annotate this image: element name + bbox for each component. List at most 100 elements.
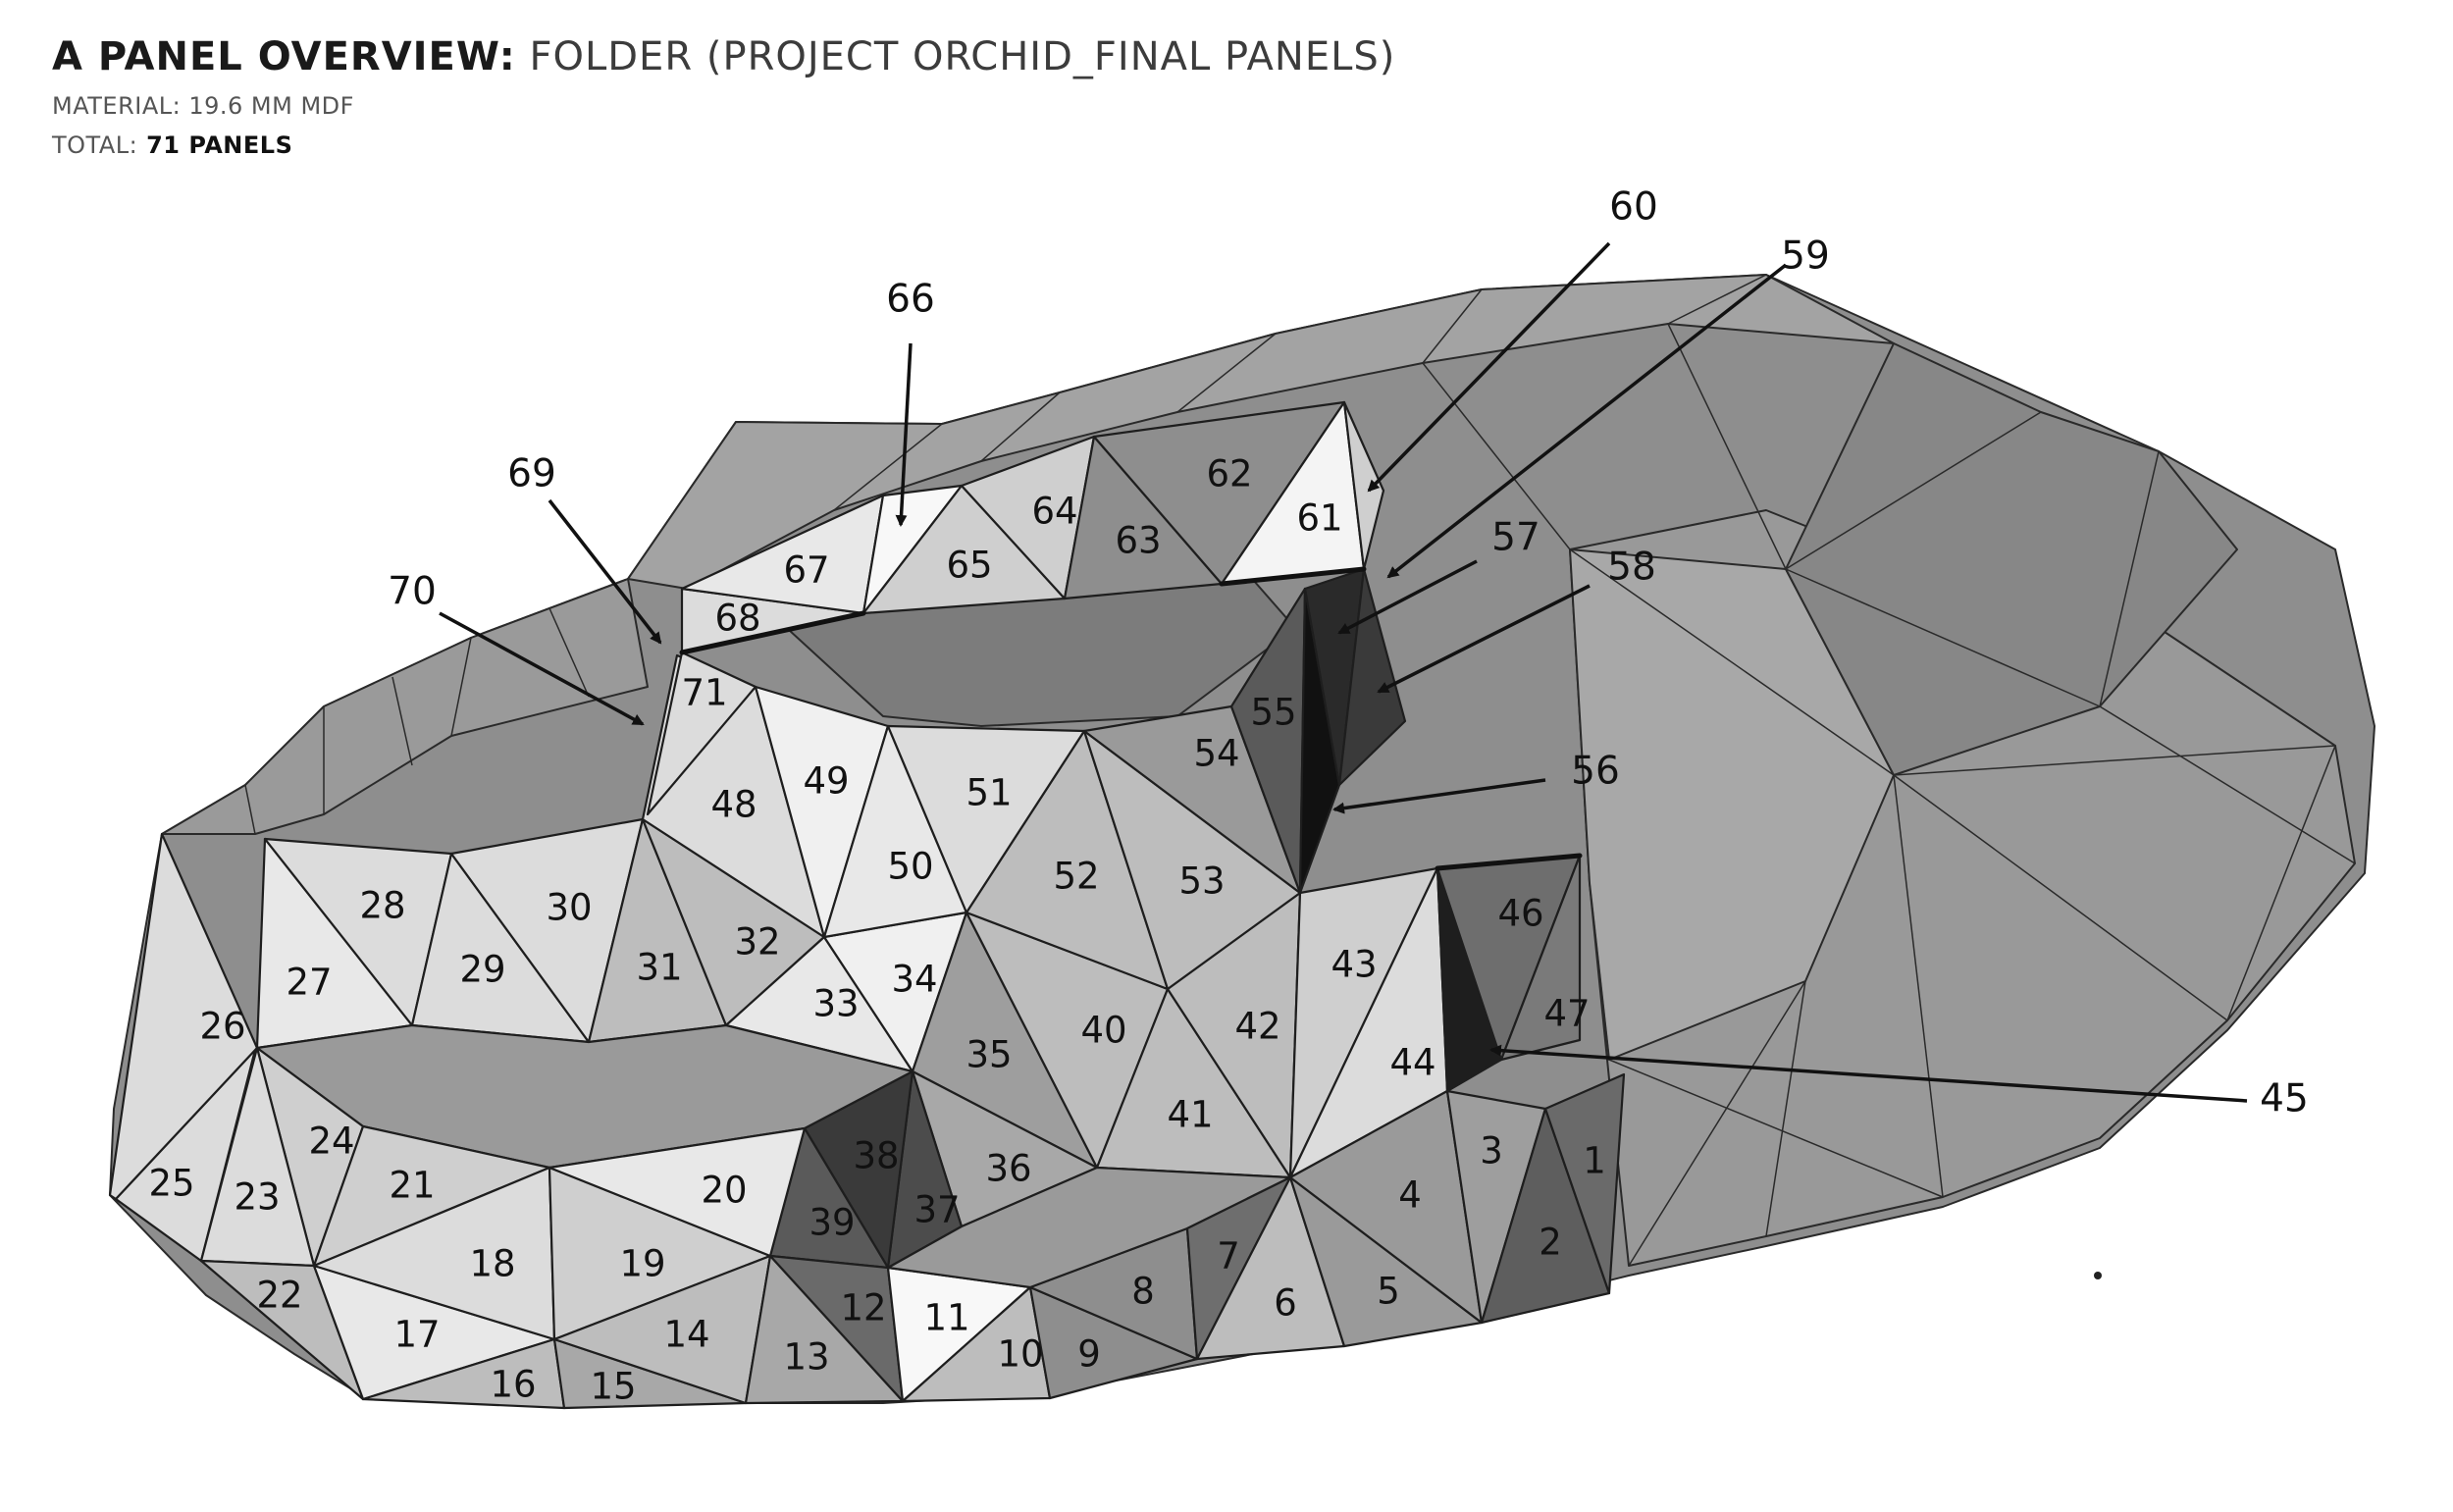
panel-label-61: 61 — [1296, 497, 1342, 540]
panel-label-30: 30 — [546, 887, 592, 929]
panel-label-55: 55 — [1250, 692, 1296, 734]
panel-label-12: 12 — [840, 1287, 886, 1330]
panel-label-37: 37 — [913, 1189, 960, 1231]
panel-26 — [108, 832, 259, 1201]
panel-label-25: 25 — [148, 1163, 194, 1205]
panel-label-10: 10 — [997, 1333, 1043, 1376]
panel-label-4: 4 — [1398, 1174, 1422, 1217]
panel-label-20: 20 — [701, 1170, 747, 1212]
panel-51 — [886, 724, 1086, 914]
panel-58 — [1337, 567, 1407, 787]
leader-59 — [1386, 263, 1788, 579]
panel-label-22: 22 — [256, 1275, 302, 1317]
panel-label-6: 6 — [1274, 1282, 1297, 1325]
material-value: 19.6 MM MDF — [181, 92, 354, 120]
panel-label-33: 33 — [812, 983, 859, 1025]
panel-label-71: 71 — [681, 672, 727, 714]
panel-label-24: 24 — [308, 1121, 354, 1163]
panel-label-18: 18 — [469, 1243, 515, 1285]
leader-56 — [1332, 778, 1546, 814]
callout-60: 60 — [1609, 185, 1658, 230]
panel-label-29: 29 — [459, 949, 505, 991]
callout-66: 66 — [886, 278, 935, 322]
panel-label-48: 48 — [710, 784, 757, 826]
callout-69: 69 — [507, 452, 556, 496]
panel-label-53: 53 — [1178, 860, 1225, 903]
panel-label-63: 63 — [1115, 520, 1161, 562]
panel-20 — [548, 1126, 807, 1258]
panel-label-42: 42 — [1234, 1006, 1280, 1048]
panel-label-21: 21 — [389, 1165, 435, 1207]
panel-71 — [646, 651, 757, 816]
callout-labels: 45 56 57 58 59 60 66 69 70 — [388, 185, 2309, 1121]
panel-label-50: 50 — [887, 846, 933, 888]
callout-leaders — [439, 241, 2248, 1103]
stray-dot — [2094, 1272, 2102, 1279]
panel-label-51: 51 — [966, 772, 1012, 814]
material-line: MATERIAL: 19.6 MM MDF — [52, 86, 1395, 126]
panel-label-27: 27 — [286, 962, 332, 1004]
panel-label-34: 34 — [891, 959, 937, 1001]
panel-label-41: 41 — [1167, 1094, 1213, 1136]
mesh-back-facet — [1785, 342, 2238, 776]
panel-label-31: 31 — [636, 947, 682, 989]
panel-label-68: 68 — [714, 598, 760, 640]
total-value: 71 PANELS — [137, 131, 293, 159]
panel-label-49: 49 — [803, 760, 849, 803]
total-line: TOTAL: 71 PANELS — [52, 126, 1395, 165]
panel-label-19: 19 — [619, 1243, 665, 1285]
leader-45 — [1489, 1044, 2248, 1103]
panel-label-43: 43 — [1331, 944, 1377, 986]
panel-label-40: 40 — [1080, 1010, 1126, 1052]
leader-58 — [1377, 584, 1591, 694]
panel-label-39: 39 — [809, 1202, 855, 1244]
panel-label-28: 28 — [359, 885, 405, 927]
panel-label-35: 35 — [966, 1034, 1012, 1076]
highlight-edges — [679, 566, 1583, 871]
panel-label-52: 52 — [1053, 856, 1099, 898]
panel-label-1: 1 — [1583, 1140, 1606, 1182]
title-bold: A PANEL OVERVIEW: — [52, 34, 516, 79]
panel-label-62: 62 — [1206, 453, 1252, 495]
panel-label-26: 26 — [199, 1006, 245, 1048]
panel-60 — [1342, 400, 1385, 571]
leader-70 — [439, 611, 645, 726]
mesh-lines — [244, 274, 2356, 1267]
panel-labels: 1 2 3 4 5 6 7 8 9 10 11 12 13 14 15 16 1… — [148, 453, 1605, 1408]
leader-69 — [548, 498, 662, 645]
panel-label-17: 17 — [393, 1314, 440, 1356]
leader-60 — [1367, 241, 1611, 493]
callout-59: 59 — [1781, 235, 1830, 279]
panel-label-38: 38 — [853, 1135, 899, 1177]
leader-66 — [895, 342, 913, 527]
panel-1 — [1543, 1072, 1626, 1295]
panel-label-14: 14 — [663, 1314, 709, 1356]
mesh-ridge-left — [161, 578, 649, 835]
panel-label-5: 5 — [1377, 1271, 1400, 1313]
panel-label-13: 13 — [783, 1336, 829, 1379]
header: A PANEL OVERVIEW: FOLDER (PROJECT ORCHID… — [52, 27, 1395, 165]
callout-70: 70 — [388, 570, 437, 614]
panel-label-8: 8 — [1131, 1271, 1155, 1313]
panel-faces — [108, 400, 1626, 1410]
page-title: A PANEL OVERVIEW: FOLDER (PROJECT ORCHID… — [52, 27, 1395, 86]
panel-label-16: 16 — [490, 1364, 536, 1406]
panel-label-23: 23 — [234, 1176, 280, 1219]
panel-label-67: 67 — [783, 549, 829, 592]
panel-label-46: 46 — [1497, 893, 1543, 935]
panel-label-2: 2 — [1539, 1222, 1562, 1264]
panel-label-47: 47 — [1543, 993, 1590, 1035]
callout-57: 57 — [1491, 516, 1540, 560]
callout-56: 56 — [1571, 750, 1620, 794]
panel-label-3: 3 — [1480, 1130, 1503, 1173]
panel-label-32: 32 — [734, 921, 780, 964]
callout-58: 58 — [1607, 546, 1656, 590]
panel-label-36: 36 — [985, 1148, 1031, 1190]
panel-label-64: 64 — [1031, 491, 1077, 533]
panel-label-15: 15 — [590, 1366, 636, 1408]
panel-label-11: 11 — [923, 1297, 969, 1339]
panel-label-7: 7 — [1217, 1235, 1240, 1277]
material-label: MATERIAL: — [52, 92, 182, 120]
title-subtitle: FOLDER (PROJECT ORCHID_FINAL PANELS) — [515, 34, 1396, 79]
